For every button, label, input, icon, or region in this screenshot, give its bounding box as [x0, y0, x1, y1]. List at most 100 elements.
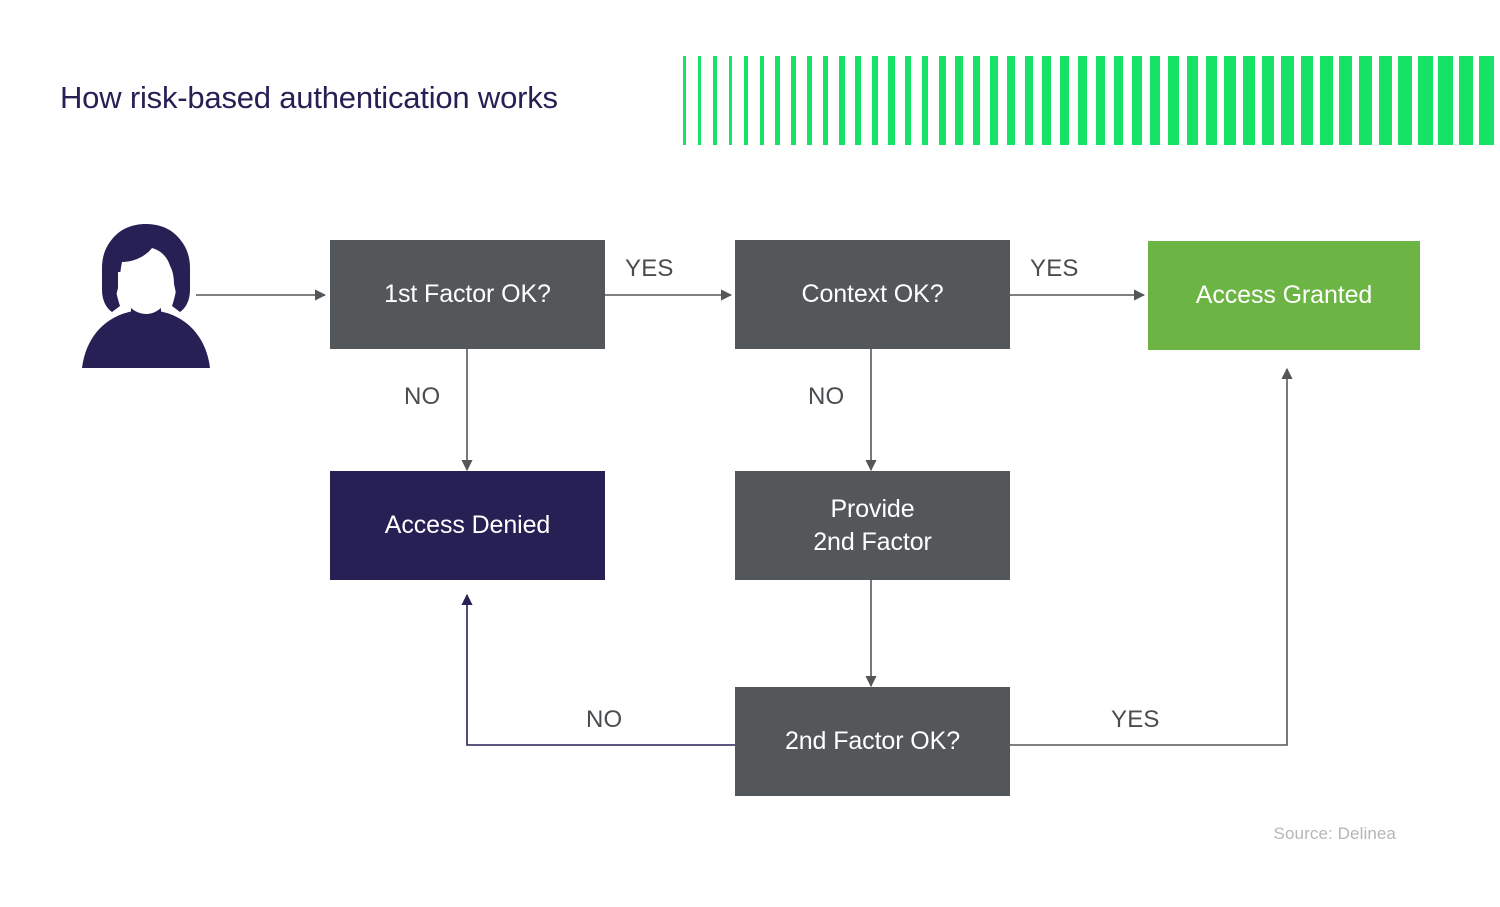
decorative-bar-gap: [1198, 56, 1206, 145]
decorative-bar-gap: [764, 56, 776, 145]
decorative-bar: [921, 56, 929, 145]
node-provide-second-factor-line2: 2nd Factor: [813, 527, 932, 556]
decorative-bar-gap: [1217, 56, 1225, 145]
decorative-bar-gap: [717, 56, 729, 145]
decorative-bar: [1095, 56, 1106, 145]
decorative-bar-gap: [1142, 56, 1150, 145]
decorative-bar: [775, 56, 780, 145]
decorative-bar-gap: [1333, 56, 1340, 145]
edge-label-yes-context: YES: [1030, 255, 1079, 282]
node-context[interactable]: Context OK?: [735, 240, 1010, 349]
decorative-bar-gap: [686, 56, 698, 145]
page-title: How risk-based authentication works: [60, 80, 558, 115]
node-access-denied-label: Access Denied: [384, 511, 551, 539]
decorative-bar: [759, 56, 764, 145]
decorative-bar-gap: [1087, 56, 1096, 145]
decorative-bar-strip: [683, 56, 1500, 145]
edge-label-no-second-factor: NO: [586, 706, 623, 733]
decorative-bar: [1113, 56, 1124, 145]
decorative-bar: [1007, 56, 1016, 145]
decorative-bar-gap: [861, 56, 872, 145]
decorative-bar-gap: [732, 56, 744, 145]
node-access-granted-label: Access Granted: [1195, 281, 1373, 309]
decorative-bar-gap: [1494, 56, 1499, 145]
decorative-bar: [1300, 56, 1314, 145]
decorative-bar: [713, 56, 717, 145]
decorative-bar-gap: [1236, 56, 1243, 145]
decorative-bar: [1319, 56, 1333, 145]
decorative-bar: [955, 56, 963, 145]
decorative-bar-gap: [701, 56, 713, 145]
decorative-bar: [871, 56, 878, 145]
person-avatar-icon: [78, 222, 214, 368]
decorative-bar: [972, 56, 981, 145]
decorative-bar: [1024, 56, 1034, 145]
decorative-bar-gap: [911, 56, 921, 145]
decorative-bar: [1224, 56, 1236, 145]
edge-second-factor-yes-to-access-granted: [1010, 367, 1293, 746]
decorative-bar-gap: [1051, 56, 1060, 145]
decorative-bar: [807, 56, 812, 145]
decorative-bar-gap: [1123, 56, 1131, 145]
node-provide-second-factor-label: Provide 2nd Factor: [813, 493, 932, 559]
decorative-bar-gap: [780, 56, 791, 145]
decorative-bar-gap: [1179, 56, 1187, 145]
decorative-bar: [1262, 56, 1275, 145]
decorative-bar: [904, 56, 912, 145]
decorative-bar-gap: [796, 56, 807, 145]
node-second-factor-label: 2nd Factor OK?: [784, 727, 961, 755]
node-context-label: Context OK?: [801, 280, 944, 308]
decorative-bar: [728, 56, 733, 145]
decorative-bar: [683, 56, 686, 145]
decorative-bar-gap: [998, 56, 1007, 145]
decorative-bar-gap: [980, 56, 990, 145]
node-access-denied[interactable]: Access Denied: [330, 471, 605, 580]
decorative-bar-gap: [845, 56, 856, 145]
decorative-bar: [1205, 56, 1217, 145]
decorative-bar: [888, 56, 895, 145]
decorative-bar: [989, 56, 998, 145]
decorative-bar-gap: [1033, 56, 1042, 145]
decorative-bar: [1243, 56, 1255, 145]
decorative-bar: [698, 56, 702, 145]
decorative-bar: [1077, 56, 1087, 145]
decorative-bar: [823, 56, 829, 145]
decorative-bar-gap: [878, 56, 889, 145]
decorative-bar: [1398, 56, 1413, 145]
decorative-bar-gap: [828, 56, 839, 145]
node-access-granted[interactable]: Access Granted: [1148, 241, 1420, 350]
decorative-bar: [1358, 56, 1373, 145]
decorative-bar: [1418, 56, 1433, 145]
decorative-bar: [1168, 56, 1180, 145]
node-second-factor[interactable]: 2nd Factor OK?: [735, 687, 1010, 796]
decorative-bar-gap: [1255, 56, 1262, 145]
decorative-bar: [1150, 56, 1161, 145]
decorative-bar-gap: [1294, 56, 1301, 145]
edge-label-no-first-factor: NO: [404, 383, 441, 410]
source-note: Source: Delinea: [1273, 824, 1396, 843]
decorative-bar-gap: [1313, 56, 1320, 145]
node-provide-second-factor[interactable]: Provide 2nd Factor: [735, 471, 1010, 580]
decorative-bar: [1042, 56, 1051, 145]
decorative-bar-gap: [748, 56, 760, 145]
decorative-bar: [1186, 56, 1198, 145]
decorative-bar-gap: [895, 56, 905, 145]
node-first-factor-label: 1st Factor OK?: [384, 280, 551, 308]
decorative-bar-gap: [1015, 56, 1024, 145]
decorative-bar-gap: [812, 56, 823, 145]
decorative-bar: [744, 56, 748, 145]
node-first-factor[interactable]: 1st Factor OK?: [330, 240, 605, 349]
decorative-bar: [1131, 56, 1142, 145]
decorative-bar-gap: [928, 56, 938, 145]
decorative-bar: [1438, 56, 1453, 145]
decorative-bar: [1458, 56, 1474, 145]
node-provide-second-factor-line1: Provide: [830, 494, 915, 523]
decorative-bar-gap: [1160, 56, 1168, 145]
decorative-bar: [1281, 56, 1294, 145]
decorative-bar: [791, 56, 796, 145]
decorative-bar: [839, 56, 845, 145]
decorative-bar-gap: [946, 56, 956, 145]
edge-label-yes-first-factor: YES: [625, 255, 674, 282]
decorative-bar: [1378, 56, 1393, 145]
